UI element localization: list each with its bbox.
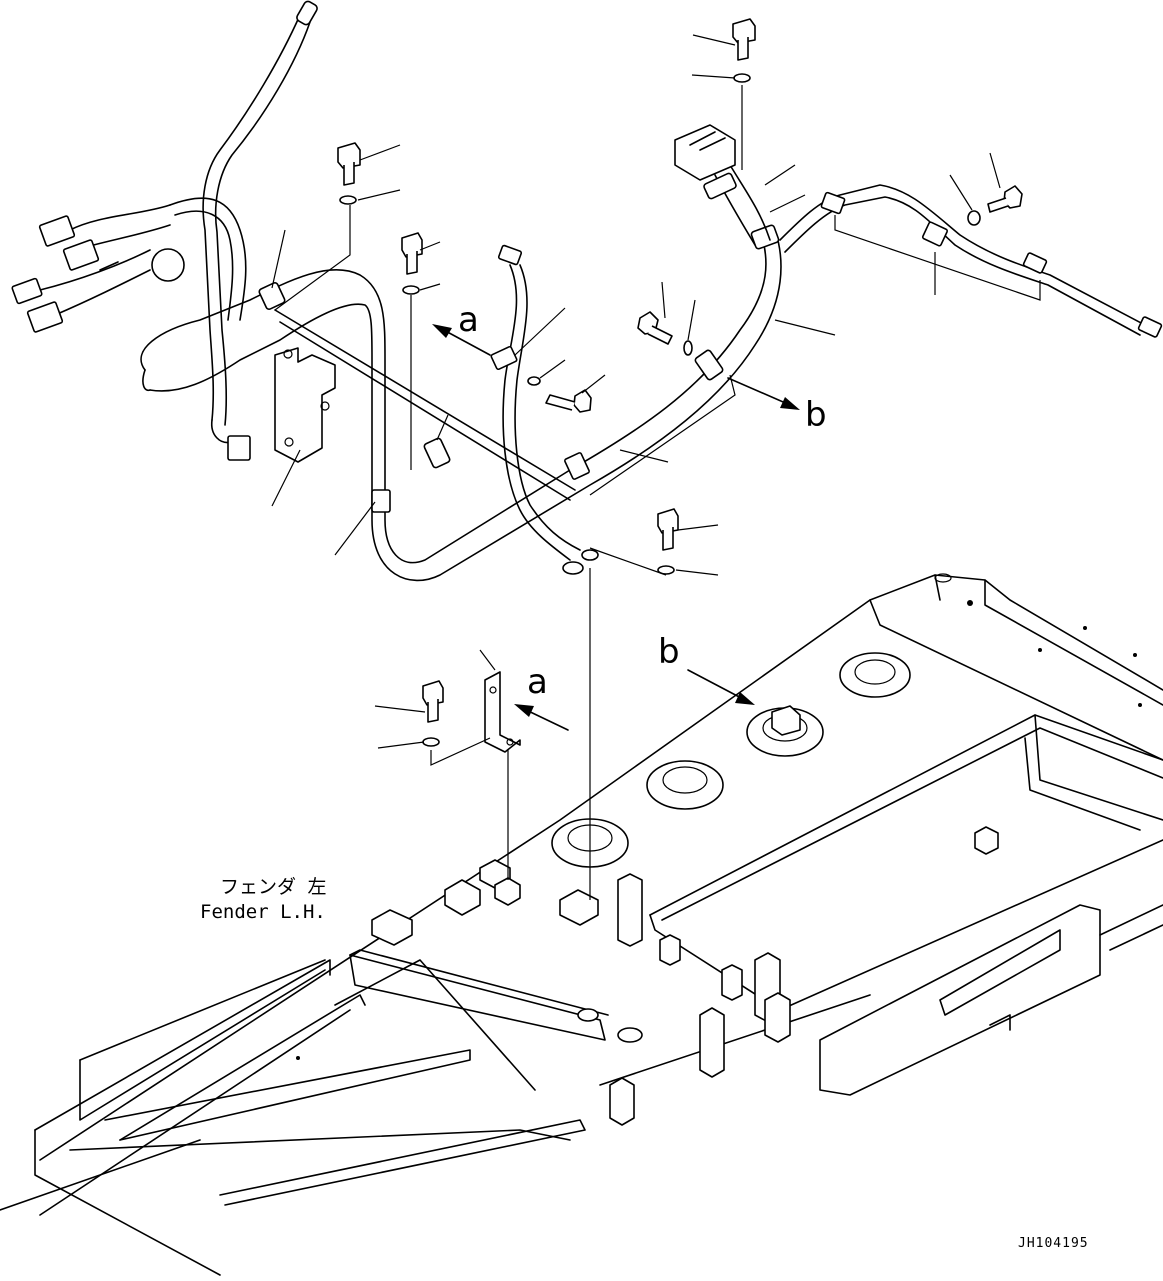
fender-label-en: Fender L.H.	[200, 901, 326, 923]
frame-ring-bosses	[551, 652, 911, 868]
view-b-label-upper: b	[805, 395, 827, 435]
brackets	[274, 347, 521, 753]
view-b-label-lower: b	[658, 632, 680, 672]
fender-label-jp: フェンダ 左	[220, 876, 327, 898]
view-a-label-lower: a	[527, 662, 548, 702]
main-harness	[11, 0, 1163, 582]
view-a-label-upper: a	[458, 300, 479, 340]
frame-standoffs	[296, 573, 1142, 1126]
leader-lines	[271, 34, 1041, 900]
drawing-code: JH104195	[1018, 1236, 1089, 1251]
view-arrows	[432, 324, 801, 736]
chassis-frame	[0, 574, 1163, 1276]
bolts-washers	[337, 18, 1023, 747]
